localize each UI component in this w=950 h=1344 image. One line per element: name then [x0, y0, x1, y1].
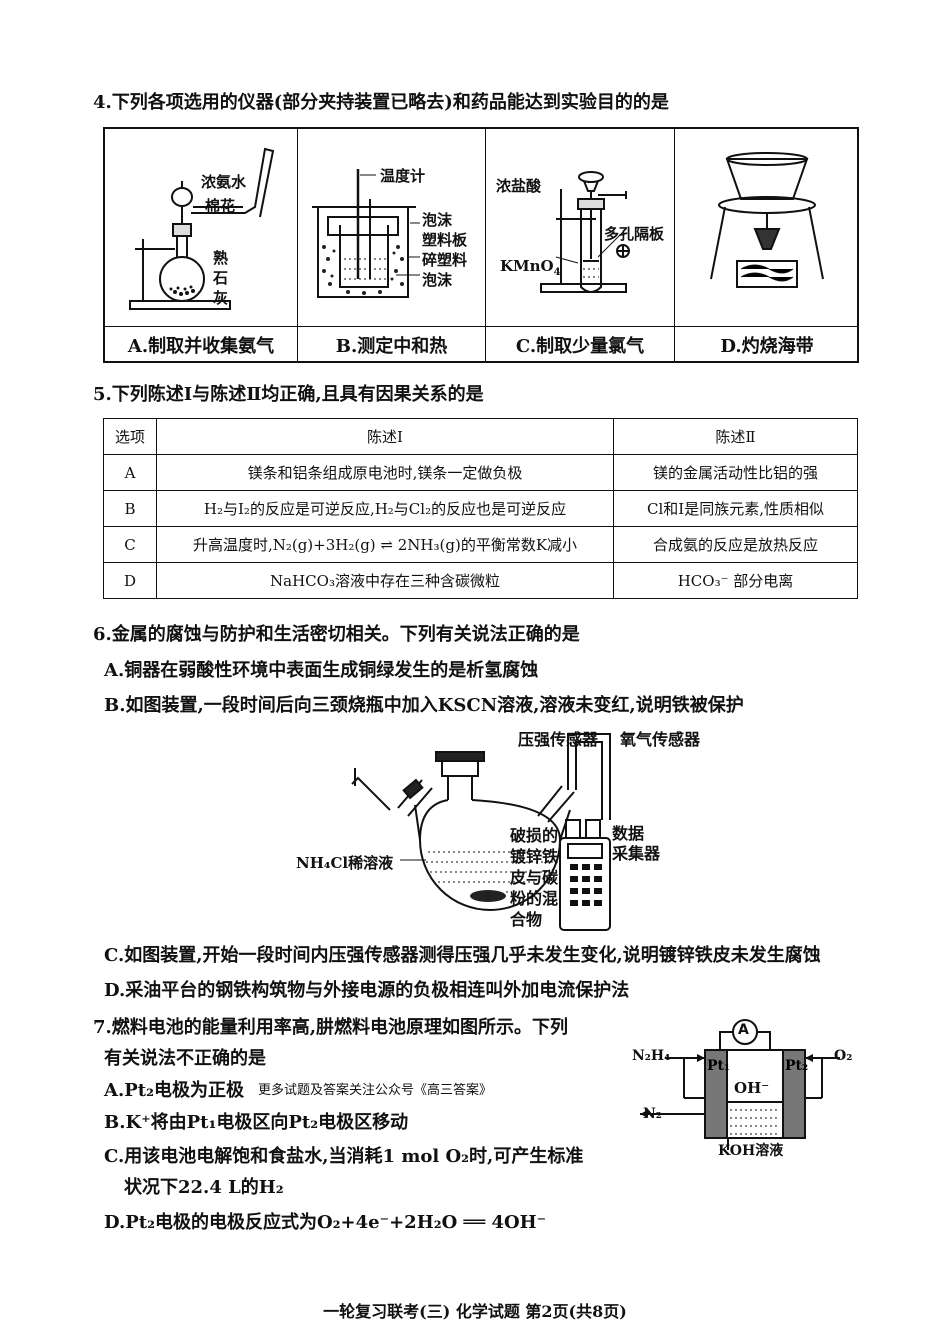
- q7-option-c-line1: C.用该电池电解饱和食盐水,当消耗1 mol O₂时,可产生标准: [104, 1146, 584, 1167]
- row-statement-2: 镁的金属活动性比铝的强: [613, 454, 858, 491]
- q4-caption-c: C.制取少量氯气: [486, 326, 674, 363]
- ammeter-label: A: [738, 1022, 749, 1038]
- label-pt1: Pt₁: [707, 1058, 731, 1074]
- label-foam-bits-2: 泡沫: [422, 271, 453, 289]
- q4-caption-a: A.制取并收集氨气: [105, 326, 297, 363]
- q4-cell-d: D.灼烧海带: [675, 129, 859, 363]
- table-row: C 升高温度时,N₂(g)+3H₂(g) ⇌ 2NH₃(g)的平衡常数K减小 合…: [103, 526, 858, 563]
- table-row: B H₂与I₂的反应是可逆反应,H₂与Cl₂的反应也是可逆反应 Cl和I是同族元…: [103, 490, 858, 527]
- row-statement-1: NaHCO₃溶液中存在三种含碳微粒: [156, 562, 614, 599]
- page-footer: 一轮复习联考(三) 化学试题 第2页(共8页): [323, 1302, 627, 1321]
- q4-cell-b: 温度计 泡沫 塑料板 碎塑料 泡沫 B.测定中和热: [298, 129, 486, 363]
- label-kmno4: KMnO4: [500, 257, 561, 278]
- q7-option-b: B.K⁺将由Pt₁电极区向Pt₂电极区移动: [104, 1112, 409, 1133]
- q4-stem: 4.下列各项选用的仪器(部分夹持装置已略去)和药品能达到实验目的的是: [93, 92, 669, 113]
- q6-option-d: D.采油平台的钢铁构筑物与外接电源的负极相连叫外加电流保护法: [104, 980, 630, 1001]
- q7-option-c-line2: 状况下22.4 L的H₂: [124, 1177, 284, 1198]
- crucible-figure: [710, 152, 824, 288]
- q5-stem: 5.下列陈述Ⅰ与陈述Ⅱ均正确,且具有因果关系的是: [93, 384, 484, 405]
- label-thermometer: 温度计: [380, 167, 426, 185]
- row-option: D: [103, 562, 157, 599]
- label-mixture-5: 合物: [510, 910, 543, 929]
- label-o2: O₂: [834, 1048, 853, 1064]
- label-pressure-sensor: 压强传感器: [518, 730, 599, 749]
- q7-stem-line2: 有关说法不正确的是: [104, 1048, 266, 1069]
- mixture-blob: [470, 890, 506, 902]
- header-statement-2: 陈述Ⅱ: [613, 418, 858, 455]
- label-foam-board-2: 塑料板: [422, 231, 468, 249]
- row-statement-1: H₂与I₂的反应是可逆反应,H₂与Cl₂的反应也是可逆反应: [156, 490, 614, 527]
- q6-option-b: B.如图装置,一段时间后向三颈烧瓶中加入KSCN溶液,溶液未变红,说明铁被保护: [104, 695, 744, 716]
- row-statement-2: HCO₃⁻ 部分电离: [613, 562, 858, 599]
- label-mixture-4: 粉的混: [510, 889, 559, 908]
- ammonia-apparatus-figure: [129, 147, 275, 310]
- label-mixture-1: 破损的: [510, 826, 559, 845]
- label-mixture-3: 皮与碳: [510, 868, 559, 887]
- label-lime-3: 灰: [213, 289, 229, 307]
- q7-option-a: A.Pt₂电极为正极: [104, 1080, 244, 1101]
- label-koh-solution: KOH溶液: [718, 1143, 784, 1159]
- label-lime-1: 熟: [213, 249, 229, 267]
- row-statement-1: 升高温度时,N₂(g)+3H₂(g) ⇌ 2NH₃(g)的平衡常数K减小: [156, 526, 614, 563]
- q6-stem: 6.金属的腐蚀与防护和生活密切相关。下列有关说法正确的是: [93, 624, 580, 645]
- row-option: C: [103, 526, 157, 563]
- label-nh4cl-solution: NH₄Cl稀溶液: [296, 854, 394, 872]
- row-statement-1: 镁条和铝条组成原电池时,镁条一定做负极: [156, 454, 614, 491]
- q4-cell-c: 浓盐酸 多孔隔板 KMnO4 C.制取少量氯气: [486, 129, 675, 363]
- row-option: B: [103, 490, 157, 527]
- chlorine-apparatus-figure: [540, 171, 630, 293]
- q6-option-c: C.如图装置,开始一段时间内压强传感器测得压强几乎未发生变化,说明镀锌铁皮未发生…: [104, 945, 821, 966]
- header-statement-1: 陈述Ⅰ: [156, 418, 614, 455]
- label-data-2: 采集器: [612, 844, 661, 863]
- label-cotton: 棉花: [205, 197, 236, 215]
- calorimeter-figure: [312, 169, 420, 298]
- table-header-row: 选项 陈述Ⅰ 陈述Ⅱ: [103, 418, 858, 455]
- label-n2h4: N₂H₄: [632, 1048, 671, 1064]
- q4-cell-a: 浓氨水 棉花 熟 石 灰 A.制取并收集氨气: [105, 129, 298, 363]
- label-foam-board-1: 泡沫: [422, 211, 453, 229]
- q4-table: 浓氨水 棉花 熟 石 灰 A.制取并收集氨气: [103, 127, 859, 363]
- label-foam-bits-1: 碎塑料: [422, 251, 468, 269]
- label-n2: N₂: [643, 1106, 662, 1122]
- label-mixture-2: 镀锌铁: [510, 847, 559, 866]
- q7-option-d: D.Pt₂电极的电极反应式为O₂+4e⁻+2H₂O ══ 4OH⁻: [104, 1212, 547, 1233]
- label-lime-2: 石: [213, 269, 229, 287]
- table-row: D NaHCO₃溶液中存在三种含碳微粒 HCO₃⁻ 部分电离: [103, 562, 858, 599]
- label-oh-ion: OH⁻: [734, 1079, 770, 1097]
- label-pt2: Pt₂: [785, 1058, 809, 1074]
- row-option: A: [103, 454, 157, 491]
- label-porous-plate: 多孔隔板: [604, 225, 665, 243]
- row-statement-2: 合成氨的反应是放热反应: [613, 526, 858, 563]
- q4-caption-b: B.测定中和热: [298, 326, 485, 363]
- label-conc-hcl: 浓盐酸: [496, 177, 542, 195]
- table-row: A 镁条和铝条组成原电池时,镁条一定做负极 镁的金属活动性比铝的强: [103, 454, 858, 491]
- header-option: 选项: [103, 418, 157, 455]
- label-oxygen-sensor: 氧气传感器: [620, 730, 701, 749]
- q7-stem-line1: 7.燃料电池的能量利用率高,肼燃料电池原理如图所示。下列: [93, 1017, 569, 1038]
- watermark-text: 更多试题及答案关注公众号《高三答案》: [258, 1083, 493, 1098]
- q4-caption-d: D.灼烧海带: [675, 326, 859, 363]
- label-conc-ammonia: 浓氨水: [201, 173, 247, 191]
- corrosion-setup-figure: [351, 733, 611, 931]
- fuel-cell-figure: [640, 1019, 840, 1150]
- label-data-1: 数据: [612, 824, 645, 843]
- ammeter-icon: [732, 1019, 758, 1045]
- q5-table: 选项 陈述Ⅰ 陈述Ⅱ A 镁条和铝条组成原电池时,镁条一定做负极 镁的金属活动性…: [103, 418, 858, 599]
- row-statement-2: Cl和I是同族元素,性质相似: [613, 490, 858, 527]
- q6-option-a: A.铜器在弱酸性环境中表面生成铜绿发生的是析氢腐蚀: [104, 660, 539, 681]
